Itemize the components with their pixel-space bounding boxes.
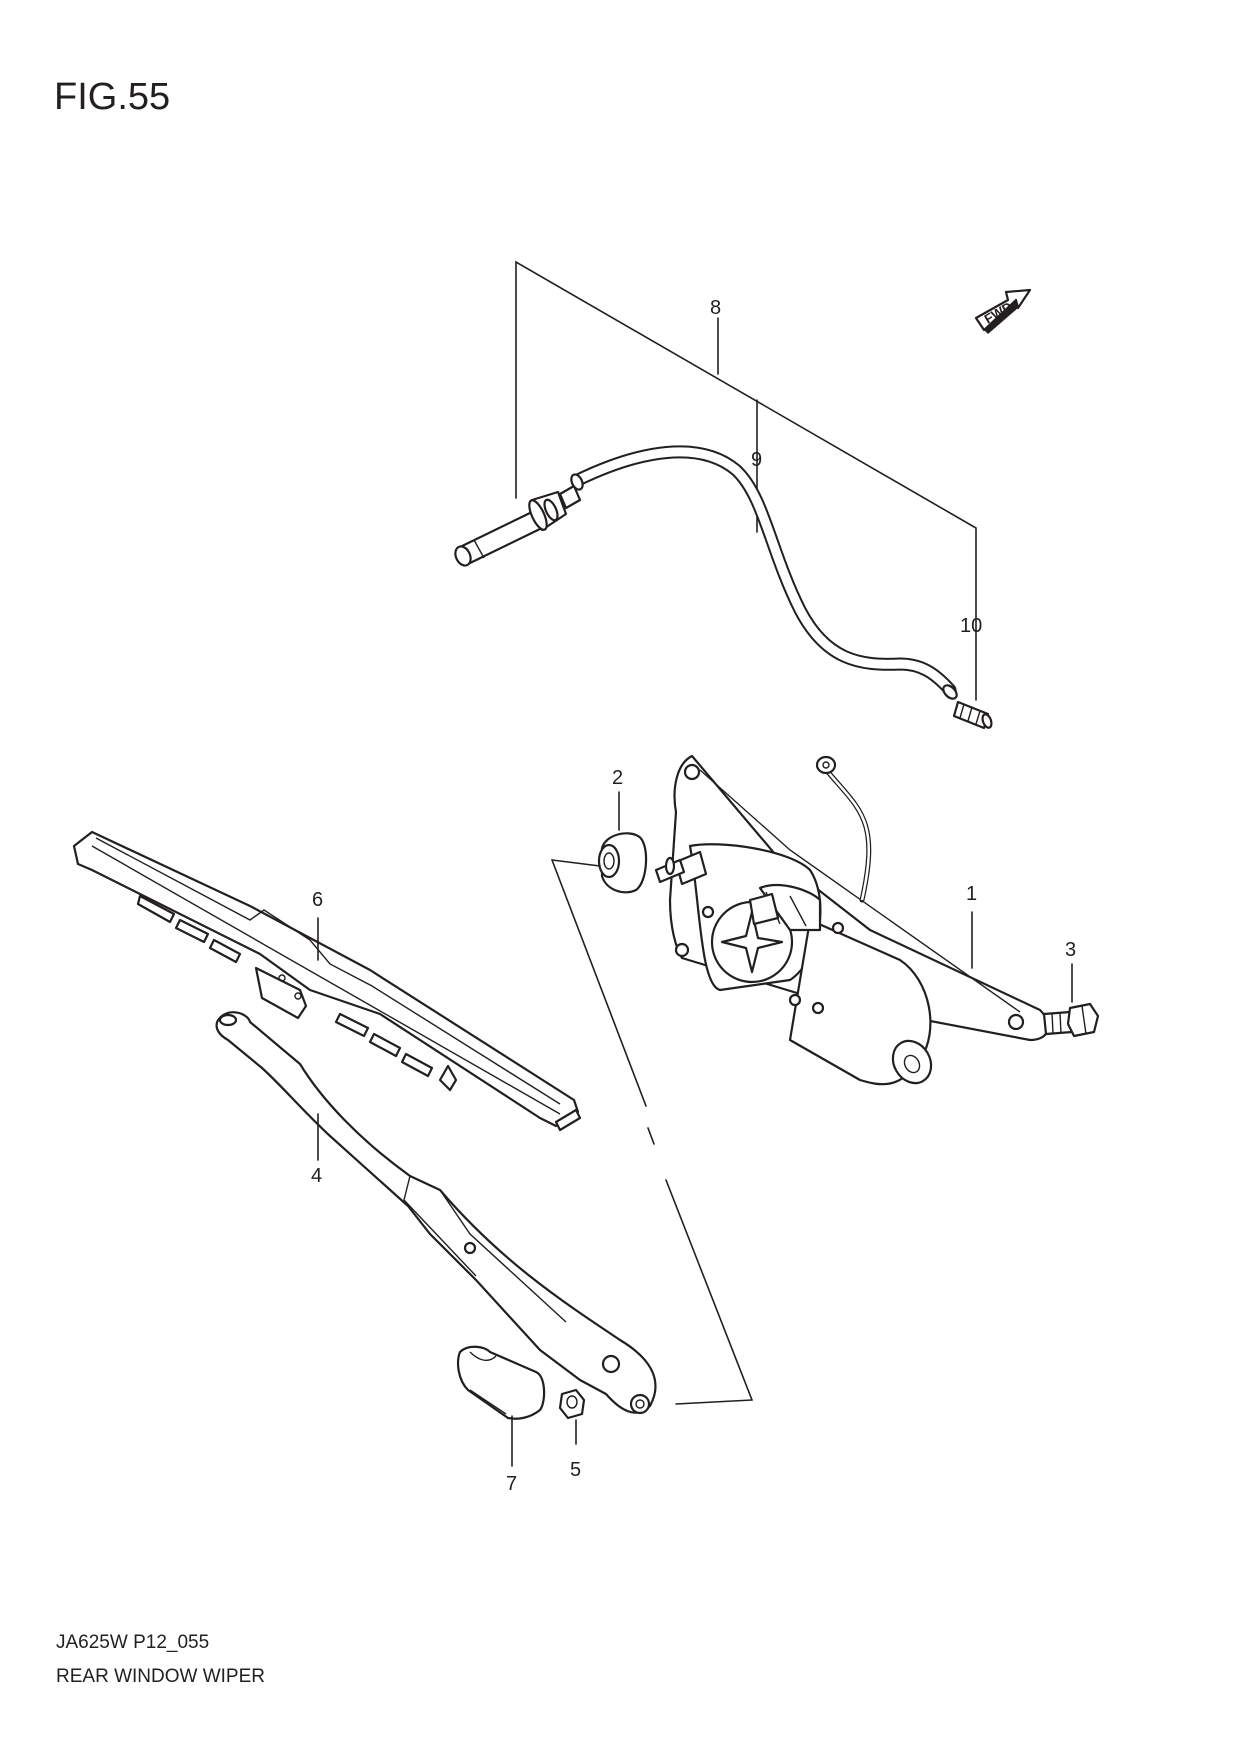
bolt — [1042, 1002, 1100, 1038]
cap — [597, 832, 648, 894]
nut — [558, 1388, 586, 1420]
callout-2: 2 — [612, 767, 623, 789]
diagram-code: JA625W P12_055 — [56, 1632, 210, 1653]
arm-group-bracket — [551, 859, 753, 1405]
washer-nozzle — [454, 484, 582, 567]
callout-7: 7 — [506, 1473, 517, 1495]
callout-10: 10 — [960, 615, 982, 637]
callout-9: 9 — [751, 449, 762, 471]
callout-5: 5 — [570, 1459, 581, 1481]
callout-labels: 1 2 3 4 5 6 7 8 9 10 — [311, 297, 1076, 1495]
callout-8: 8 — [710, 297, 721, 319]
hose-joint — [952, 700, 993, 730]
washer-hose — [570, 445, 958, 700]
leader-lines — [317, 791, 1073, 1467]
callout-6: 6 — [312, 889, 323, 911]
wiper-motor-assembly — [654, 754, 1050, 1086]
figure-title: FIG.55 — [54, 76, 171, 118]
callout-4: 4 — [311, 1165, 322, 1187]
wiper-blade — [72, 830, 582, 1132]
diagram-name: REAR WINDOW WIPER — [56, 1666, 265, 1687]
callout-3: 3 — [1065, 939, 1076, 961]
cover — [457, 1345, 546, 1420]
wiper-arm — [215, 1011, 657, 1415]
fwd-arrow-icon: FWD — [974, 288, 1032, 334]
callout-1: 1 — [966, 883, 977, 905]
